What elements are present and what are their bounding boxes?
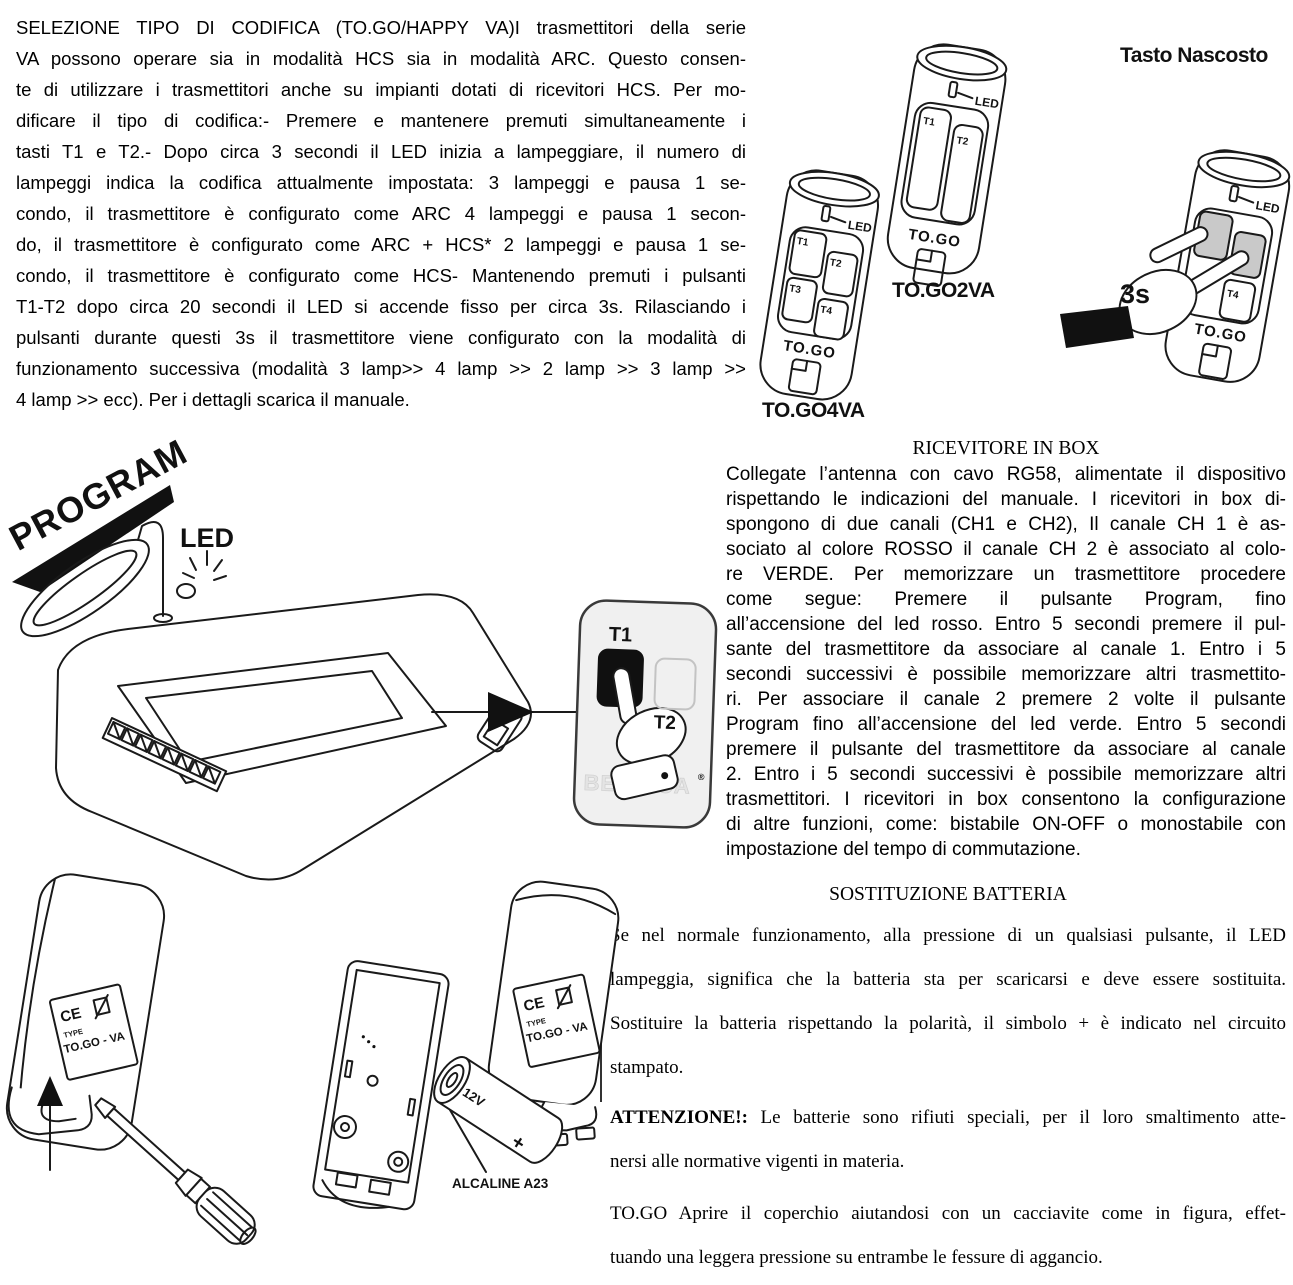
program-swoosh	[12, 485, 174, 592]
button-t2	[821, 250, 859, 298]
attenzione-text-line2: nersi alle normative vigenti in materia.	[610, 1151, 905, 1172]
section-heading-batteria: SOSTITUZIONE BATTERIA	[829, 884, 1067, 905]
button-t4-label: T4	[819, 304, 833, 317]
button-t2	[940, 123, 984, 224]
type-word: TYPE	[526, 1016, 547, 1029]
t1-label: T1	[608, 624, 632, 647]
sleeve	[1060, 306, 1134, 348]
togo4va-caption: TO.GO4VA	[762, 399, 865, 422]
togo2va-remote-illustration: LED T1 T2 TO.GO	[886, 43, 1008, 287]
type-word: TYPE	[63, 1027, 84, 1040]
pressing-hand-icon	[1060, 226, 1250, 348]
button-t1-label: T1	[922, 116, 936, 129]
ce-mark: CE	[522, 994, 546, 1015]
attenzione-label: ATTENZIONE!:	[610, 1107, 748, 1128]
led-hole	[176, 583, 196, 599]
ce-mark: CE	[59, 1005, 83, 1026]
paragraph-ricevitore-in-box: Collegate l’antenna con cavo RG58, alime…	[726, 464, 1286, 860]
antenna-wire	[137, 521, 164, 617]
registered-mark: ®	[698, 772, 705, 782]
receiver-figure: PROGRAM	[2, 431, 718, 881]
open-case-illustration	[312, 960, 450, 1211]
tasto-nascosto-title: Tasto Nascosto	[1120, 44, 1268, 67]
terminal-strip	[101, 717, 228, 793]
button-t3	[781, 276, 818, 324]
screwdriver-icon	[94, 1097, 257, 1245]
led-slot	[820, 204, 832, 223]
paragraph-togo-apertura: TO.GO Aprire il coperchio aiutandosi con…	[610, 1203, 1286, 1268]
t2-label: T2	[653, 712, 676, 734]
led-label: LED	[847, 218, 873, 236]
led-label: LED	[180, 523, 234, 553]
button-t1	[788, 229, 828, 279]
section-heading-ricevitore: RICEVITORE IN BOX	[912, 438, 1100, 459]
back-label-plate: CE TYPE TO.GO - VA	[49, 983, 139, 1081]
cuff	[610, 754, 679, 801]
paragraph-attenzione: ATTENZIONE!: Le batterie sono rifiuti sp…	[610, 1096, 1286, 1184]
button-t1-label: T1	[796, 236, 810, 249]
antenna-loop-icon	[20, 538, 150, 638]
button-t2-ghost	[653, 657, 697, 711]
led-slot	[1228, 184, 1240, 203]
button-t4-label: T4	[1226, 289, 1240, 302]
led-label: LED	[1255, 198, 1281, 216]
button-t1	[905, 106, 952, 211]
pressing-finger-icon	[610, 667, 687, 801]
receiver-box-illustration	[55, 583, 532, 881]
transmitter-press-illustration: BENINCA ® T1 T2	[572, 599, 718, 829]
transmitters-figure: LED T1 T2 T3 T4 TO.GO TO.GO4VA LED	[759, 43, 1291, 422]
battery-replacement-figure: CE TYPE TO.GO - VA	[5, 873, 620, 1245]
button-t2-label: T2	[956, 135, 970, 148]
remote-back-screwdriver-illustration: CE TYPE TO.GO - VA	[5, 873, 166, 1151]
led-blink-icon	[182, 550, 227, 581]
battery-type-caption: ALCALINE A23	[452, 1176, 549, 1191]
togo2va-caption: TO.GO2VA	[892, 279, 995, 302]
togo4va-remote-illustration: LED T1 T2 T3 T4 TO.GO	[759, 169, 880, 401]
remote-back-illustration: CE TYPE TO.GO - VA	[487, 880, 620, 1147]
paragraph-selezione-codifica: SELEZIONE TIPO DI CODIFICA (TO.GO/HAPPY …	[16, 17, 746, 410]
button-t4	[813, 297, 849, 341]
battery-illustration: 12V +	[433, 1056, 564, 1164]
led-label: LED	[974, 94, 1000, 112]
arrow-right-icon	[488, 692, 534, 732]
attenzione-text: Le batterie sono rifiuti speciali, per i…	[747, 1107, 1286, 1128]
button-t4	[1218, 278, 1257, 323]
paragraph-batteria: Se nel normale funzionamento, alla press…	[610, 925, 1286, 1078]
battery-leader-line	[449, 1109, 487, 1173]
weee-bin-icon	[92, 996, 111, 1016]
hold-3s-label: 3s	[1120, 279, 1150, 309]
arrow-up-icon	[37, 1076, 63, 1106]
weee-bin-icon	[555, 986, 573, 1006]
led-slot	[947, 80, 959, 99]
button-t2-label: T2	[829, 257, 843, 270]
button-t3-label: T3	[788, 283, 802, 296]
